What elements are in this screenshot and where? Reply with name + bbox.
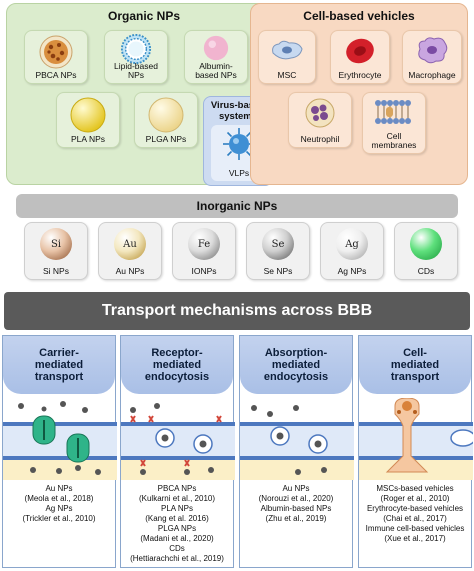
mechanism-example-line: (Kulkarni et al., 2010) — [138, 494, 216, 503]
mechanism-example-line: (Xue et al., 2017) — [384, 534, 446, 543]
plga-np-card: PLGA NPs — [134, 92, 198, 148]
ionp-symbol: Fe — [197, 238, 211, 250]
cd-sphere-icon — [410, 228, 442, 260]
carrier-mediated-scene — [3, 401, 117, 480]
neutrophil-icon — [305, 98, 335, 128]
se-np-sphere-icon: Se — [262, 228, 294, 260]
mechanism-example-line: (Hettiarachchi et al., 2019) — [130, 554, 224, 563]
mechanism-example-line: Au NPs — [282, 484, 310, 493]
si-np-sphere-icon: Si — [40, 228, 72, 260]
receptor-mediated-examples: PBCA NPs(Kulkarni et al., 2010)PLA NPs(K… — [121, 484, 233, 564]
cell-mediated-heading: Cell-mediated transport — [359, 336, 471, 394]
cell-vehicles-title: Cell-based vehicles — [303, 9, 415, 23]
msc-card: MSC — [258, 30, 316, 84]
absorption-mediated-column: Absorption-mediated endocytosis Au NPs(N… — [239, 335, 354, 568]
inorganic-nps-title: Inorganic NPs — [196, 199, 278, 213]
pla-nanoparticle-icon — [70, 97, 106, 133]
mechanism-example-line: PLGA NPs — [157, 524, 197, 533]
mechanism-example-line: Immune cell-based vehicles — [365, 524, 465, 533]
pbca-nanoparticle-icon — [39, 35, 73, 69]
absorption-mediated-heading: Absorption-mediated endocytosis — [240, 336, 352, 394]
mechanism-example-line: Ag NPs — [45, 504, 73, 513]
receptor-mediated-heading: Receptor-mediated endocytosis — [121, 336, 233, 394]
se-np-symbol: Se — [271, 238, 285, 250]
cell-membranes-card: Cell membranes — [362, 92, 426, 154]
albumin-np-label: Albumin-based NPs — [195, 61, 237, 80]
mechanism-example-line: (Zhu et al., 2019) — [265, 514, 327, 523]
erythrocyte-label: Erythrocyte — [338, 70, 382, 80]
mechanism-example-line: Au NPs — [45, 484, 73, 493]
msc-label: MSC — [277, 70, 297, 80]
carrier-mediated-examples: Au NPs(Meola et al., 2018)Ag NPs(Trickle… — [3, 484, 115, 524]
mechanism-example-line: (Meola et al., 2018) — [24, 494, 94, 503]
mechanism-example-line: CDs — [169, 544, 185, 553]
cd-label: CDs — [417, 266, 435, 276]
lipid-np-label: Lipid-based NPs — [114, 61, 158, 80]
mechanism-example-line: (Kang et al. 2016) — [145, 514, 209, 523]
cell-mediated-column: Cell-mediated transport MSCs-based vehic… — [358, 335, 473, 568]
cell-membrane-icon — [375, 100, 411, 124]
inorganic-nps-title-bar: Inorganic NPs — [16, 194, 458, 218]
cell-mediated-scene — [359, 398, 473, 480]
receptor-mediated-column: Receptor-mediated endocytosis PBCA NPs(K… — [120, 335, 235, 568]
pla-np-card: PLA NPs — [56, 92, 120, 148]
macrophage-card: Macrophage — [402, 30, 462, 84]
au-np-symbol: Au — [123, 238, 137, 250]
mechanism-example-line: PLA NPs — [160, 504, 193, 513]
transport-title: Transport mechanisms across BBB — [101, 302, 373, 319]
msc-cell-icon — [272, 40, 303, 60]
neutrophil-label: Neutrophil — [300, 134, 340, 144]
absorption-mediated-scene — [240, 405, 354, 480]
mechanism-example-line: Erythrocyte-based vehicles — [366, 504, 464, 513]
virus-systems-title: Virus-based systems — [210, 100, 266, 122]
au-np-label: Au NPs — [115, 266, 145, 276]
erythrocyte-card: Erythrocyte — [330, 30, 390, 84]
si-np-label: Si NPs — [43, 266, 69, 276]
mechanism-example-line: (Madani et al., 2020) — [140, 534, 214, 543]
ag-np-sphere-icon: Ag — [336, 228, 368, 260]
pla-np-label: PLA NPs — [70, 134, 106, 144]
au-np-sphere-icon: Au — [114, 228, 146, 260]
pbca-np-label: PBCA NPs — [35, 70, 77, 80]
mechanism-example-line: (Trickler et al., 2010) — [22, 514, 96, 523]
carrier-mediated-column: Carrier-mediated transport Au NPs(Meola … — [2, 335, 117, 568]
mechanism-example-line: (Norouzi et al., 2020) — [258, 494, 334, 503]
mechanism-example-line: PBCA NPs — [157, 484, 197, 493]
receptor-mediated-scene — [121, 403, 235, 480]
si-np-symbol: Si — [50, 238, 62, 250]
absorption-mediated-examples: Au NPs(Norouzi et al., 2020)Albumin-base… — [240, 484, 352, 524]
lipid-np-card: Lipid-based NPs — [104, 30, 168, 84]
ag-np-card: Ag Ag NPs — [320, 222, 384, 280]
cd-card: CDs — [394, 222, 458, 280]
mechanism-example-line: (Chai et al., 2017) — [383, 514, 447, 523]
plga-np-label: PLGA NPs — [145, 134, 187, 144]
cell-mediated-examples: MSCs-based vehicles(Roger et al., 2010)E… — [359, 484, 471, 544]
mechanism-example-line: Albumin-based NPs — [260, 504, 332, 513]
neutrophil-card: Neutrophil — [288, 92, 352, 148]
au-np-card: Au Au NPs — [98, 222, 162, 280]
organic-nps-title: Organic NPs — [107, 9, 181, 23]
si-np-card: Si Si NPs — [24, 222, 88, 280]
lipid-nanoparticle-icon — [120, 33, 152, 65]
se-np-label: Se NPs — [263, 266, 293, 276]
plga-nanoparticle-icon — [148, 97, 184, 133]
ag-np-symbol: Ag — [345, 238, 359, 250]
erythrocyte-icon — [346, 38, 374, 64]
mechanism-example-line: (Roger et al., 2010) — [380, 494, 450, 503]
ionp-label: IONPs — [191, 266, 217, 276]
transport-title-bar: Transport mechanisms across BBB — [4, 292, 470, 330]
pbca-np-card: PBCA NPs — [24, 30, 88, 84]
macrophage-label: Macrophage — [408, 70, 456, 80]
macrophage-icon — [418, 37, 448, 64]
cell-membranes-label: Cell membranes — [371, 131, 417, 150]
carrier-mediated-heading: Carrier-mediated transport — [3, 336, 115, 394]
vlp-label: VLPs — [228, 168, 250, 178]
ionp-sphere-icon: Fe — [188, 228, 220, 260]
albumin-np-card: Albumin-based NPs — [184, 30, 248, 84]
albumin-nanoparticle-icon — [203, 35, 229, 61]
se-np-card: Se Se NPs — [246, 222, 310, 280]
mechanism-example-line: MSCs-based vehicles — [376, 484, 454, 493]
ag-np-label: Ag NPs — [337, 266, 367, 276]
